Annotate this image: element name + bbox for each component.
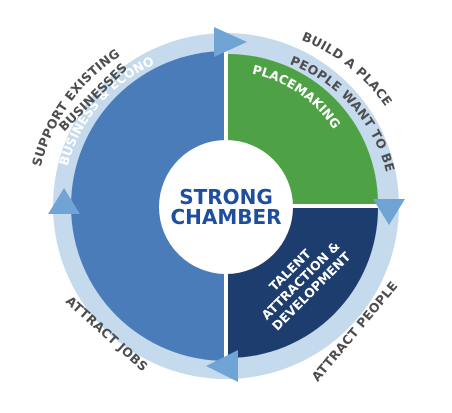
arrow-bottom-icon <box>206 350 238 382</box>
center-title-line2: CHAMBER <box>170 205 281 229</box>
center-title-line1: STRONG <box>179 185 273 209</box>
center-circle <box>159 140 293 274</box>
arrow-right-icon <box>373 199 405 225</box>
business-economic-growth-segment <box>71 51 226 361</box>
arrow-top-icon <box>214 27 247 57</box>
arrow-left-icon <box>48 188 80 214</box>
